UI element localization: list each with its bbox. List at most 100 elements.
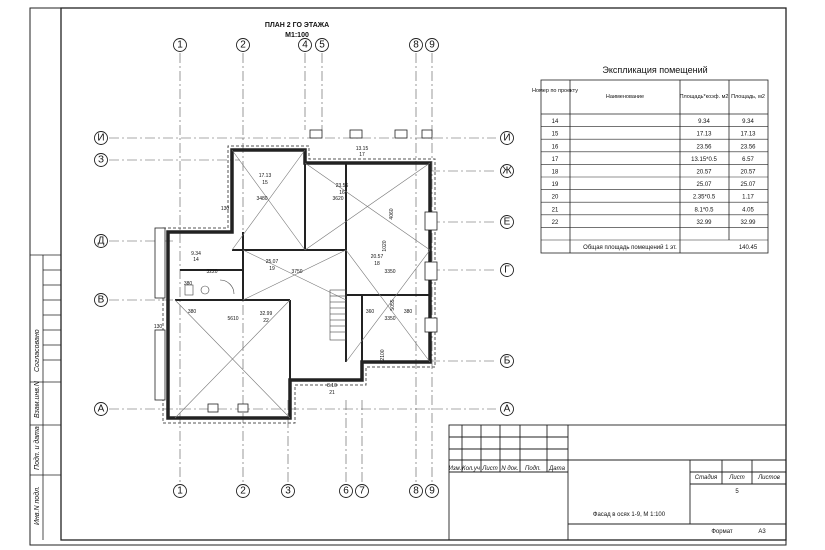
room-area: 25.07 — [266, 259, 279, 265]
dimension: 5055 — [390, 299, 396, 310]
tb-format-label: Формат — [711, 529, 733, 535]
axis-bottom-3: 3 — [285, 486, 291, 497]
table-cell: 25.07 — [696, 182, 712, 188]
side-stamp — [30, 254, 61, 540]
tb-sheets-label: Листов — [757, 475, 780, 481]
axis-top-8: 8 — [413, 40, 419, 51]
dimension: 3750 — [291, 269, 302, 275]
axis-top-2: 2 — [240, 40, 246, 51]
table-cell: 32.99 — [740, 220, 756, 226]
room-num: 21 — [329, 390, 335, 396]
dimension: 3480 — [256, 196, 267, 202]
room-labels: 17.13 15 23.56 16 13.15 17 9.34 14 25.07… — [191, 146, 383, 396]
axis-bottom-1: 1 — [177, 486, 183, 497]
stamp-replace-inv: Взам.инв.N — [34, 380, 41, 418]
table-cell: 16 — [552, 144, 559, 150]
plan-scale: М1:100 — [285, 32, 309, 39]
axis-right-b: Б — [504, 356, 511, 367]
axis-right-e: Е — [504, 217, 511, 228]
table-cell: 15 — [552, 132, 559, 138]
expl-head-num: Номер по проекту — [532, 88, 578, 94]
tb-head: N док. — [501, 466, 518, 472]
sheet-outer-frame — [29, 7, 787, 546]
explication-title: Экспликация помещений — [602, 65, 707, 75]
dimension: 3620 — [332, 196, 343, 202]
tb-head: Кол.уч — [462, 466, 480, 472]
stamp-inv-orig: Инв.N подл. — [33, 486, 41, 525]
table-cell: 18 — [552, 170, 559, 176]
axis-left-a: А — [98, 404, 105, 415]
room-num: 16 — [339, 190, 345, 196]
room-num: 19 — [269, 266, 275, 272]
room-area: 20.57 — [371, 254, 384, 260]
dimension: 130 — [154, 324, 163, 330]
room-area: 13.15 — [356, 146, 369, 152]
table-cell: 20.57 — [696, 170, 712, 176]
axis-bottom-6: 6 — [343, 486, 349, 497]
table-cell: 19 — [552, 182, 559, 188]
tb-stage-label: Стадия — [695, 475, 718, 481]
dimension-labels: 3480 3620 4060 3220 3750 3350 130 130 56… — [154, 196, 413, 361]
stamp-sign-date: Подп. и дата — [33, 426, 41, 470]
expl-head-name: Наименование — [606, 94, 644, 100]
table-cell: 21 — [552, 207, 559, 213]
axis-lines — [109, 53, 496, 483]
tb-head: Лист — [481, 466, 497, 472]
table-cell: 1.17 — [742, 195, 754, 201]
dimension: 380 — [184, 281, 193, 287]
table-cell: 9.34 — [742, 119, 754, 125]
expl-total-label: Общая площадь помещений 1 эт. — [583, 244, 677, 251]
table-cell: 25.07 — [740, 182, 756, 188]
axis-right-a: А — [504, 404, 511, 415]
room-area: 9.34 — [191, 251, 201, 257]
tb-head: Подп. — [525, 466, 541, 472]
expl-total-value: 140.45 — [739, 245, 758, 251]
axis-bottom-8: 8 — [413, 486, 419, 497]
axis-left-v: В — [98, 295, 105, 306]
table-cell: 23.56 — [696, 144, 712, 150]
dimension: 3350 — [384, 316, 395, 322]
title-block — [448, 424, 787, 541]
expl-head-area: Площадь, м2 — [731, 94, 765, 100]
axis-left-z: З — [98, 155, 104, 166]
explication-table — [540, 79, 769, 254]
tb-head: Изм. — [449, 466, 462, 472]
table-cell: 32.99 — [696, 220, 712, 226]
axis-right-zh: Ж — [502, 166, 512, 177]
table-cell: 14 — [552, 119, 559, 125]
dimension: 380 — [188, 309, 197, 315]
table-cell: 17.13 — [696, 132, 712, 138]
table-cell: 9.34 — [698, 119, 710, 125]
dimension: 5610 — [227, 316, 238, 322]
sheet-inner-frame — [60, 7, 787, 541]
dimension: 3220 — [206, 269, 217, 275]
expl-head-area-coef: Площадь*коэф. м2 — [680, 94, 729, 100]
axis-right-i: И — [503, 133, 510, 144]
table-cell: 17 — [552, 157, 559, 163]
table-cell: 6.57 — [742, 157, 754, 163]
axis-bottom-9: 9 — [429, 486, 435, 497]
axis-right-g: Г — [504, 265, 510, 276]
room-area: 8.10 — [327, 383, 337, 389]
dimension: 360 — [366, 309, 375, 315]
title-block-headers: Изм. Кол.уч Лист N док. Подп. Дата — [449, 466, 566, 472]
room-num: 22 — [263, 318, 269, 324]
axis-bottom-7: 7 — [359, 486, 365, 497]
table-cell: 4.05 — [742, 207, 754, 213]
table-cell: 20.57 — [740, 170, 756, 176]
dimension: 1020 — [382, 240, 388, 251]
plan-title: ПЛАН 2 ГО ЭТАЖА — [265, 22, 329, 29]
stamp-agreed: Согласовано — [34, 329, 41, 372]
floor-plan — [154, 129, 438, 424]
dimension: 130 — [221, 206, 230, 212]
table-cell: 17.13 — [740, 132, 756, 138]
room-num: 17 — [359, 152, 365, 158]
tb-description: Фасад в осях 1-9, М 1:100 — [593, 512, 666, 518]
axis-top-1: 1 — [177, 40, 183, 51]
tb-head: Дата — [548, 466, 565, 472]
axis-top-5: 5 — [319, 40, 325, 51]
dimension: 2100 — [380, 349, 386, 360]
dimension: 4060 — [389, 208, 395, 219]
